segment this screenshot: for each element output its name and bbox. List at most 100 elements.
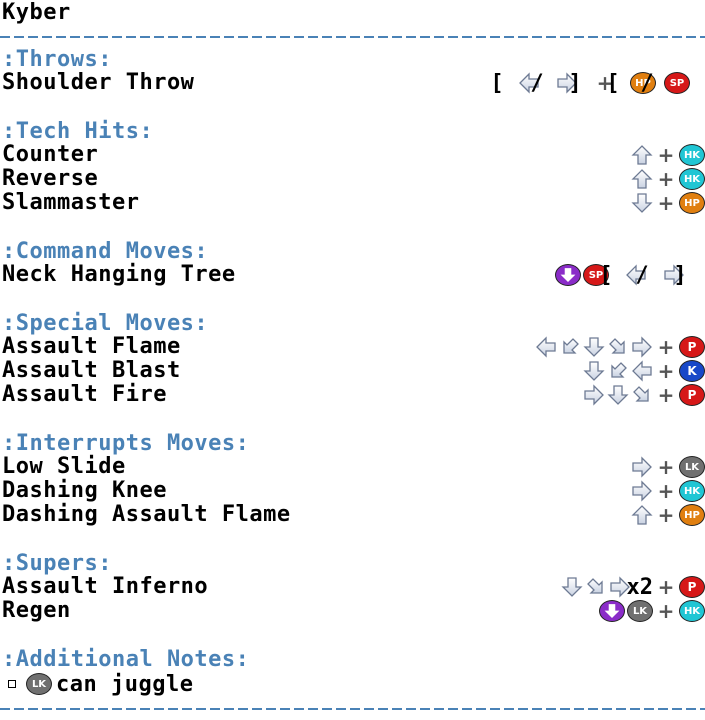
move-name: Reverse	[2, 166, 99, 191]
sp-button-icon: SP	[664, 72, 690, 94]
arrow-down-right-icon	[585, 576, 607, 598]
divider	[0, 708, 705, 710]
move-input: + HP	[631, 191, 705, 215]
move-input: [ / ] + [ HP / SP	[490, 70, 690, 96]
move-name: Assault Fire	[2, 382, 167, 407]
plus-icon: +	[657, 479, 675, 503]
hk-button-icon: HK	[679, 600, 705, 622]
p-button-icon: P	[679, 576, 705, 598]
move-row: Shoulder Throw [ / ] + [ HP / SP	[2, 70, 705, 96]
move-input: + P	[583, 383, 705, 407]
move-name: Regen	[2, 598, 71, 623]
k-button-icon: K	[679, 360, 705, 382]
arrow-down-icon	[583, 336, 605, 358]
hp-button-icon: HP	[679, 504, 705, 526]
move-input: + HK	[631, 167, 705, 191]
lk-button-icon: LK	[679, 456, 705, 478]
arrow-right-icon	[631, 336, 653, 358]
down-charge-button-icon	[599, 600, 625, 622]
divider	[0, 36, 705, 38]
arrow-up-icon	[631, 504, 653, 526]
bullet-icon	[8, 680, 16, 688]
move-name: Low Slide	[2, 454, 126, 479]
page-title: Kyber	[2, 0, 71, 25]
section-heading-command-moves: :Command Moves:	[2, 239, 209, 264]
move-name: Dashing Knee	[2, 478, 167, 503]
move-name: Shoulder Throw	[2, 70, 195, 95]
move-row: Reverse + HK	[2, 167, 705, 191]
move-name: Counter	[2, 142, 99, 167]
arrow-down-icon	[631, 192, 653, 214]
move-input: + HK	[631, 479, 705, 503]
section-heading-additional-notes: :Additional Notes:	[2, 647, 250, 672]
plus-icon: +	[657, 503, 675, 527]
arrow-down-left-icon	[559, 336, 581, 358]
note-text: can juggle	[56, 671, 194, 697]
lk-button-icon: LK	[26, 673, 52, 695]
slash: /	[640, 70, 654, 96]
move-row: Regen LK + HK	[2, 599, 705, 623]
lk-button-icon: LK	[627, 600, 653, 622]
move-input: x2 + P	[561, 574, 705, 600]
move-name: Dashing Assault Flame	[2, 502, 291, 527]
move-input: + K	[583, 359, 705, 383]
arrow-down-icon	[607, 384, 629, 406]
arrow-right-icon	[631, 456, 653, 478]
move-row: Slammaster + HP	[2, 191, 705, 215]
down-charge-button-icon	[555, 264, 581, 286]
move-row: Low Slide + LK	[2, 455, 705, 479]
bracket-close: ]	[568, 70, 582, 96]
plus-icon: +	[657, 191, 675, 215]
hp-button-icon: HP	[630, 72, 656, 94]
move-name: Neck Hanging Tree	[2, 262, 236, 287]
move-name: Assault Blast	[2, 358, 181, 383]
bracket-open: [	[599, 262, 613, 288]
move-name: Assault Inferno	[2, 574, 209, 599]
move-input: LK + HK	[599, 599, 705, 623]
section-heading-interrupts-moves: :Interrupts Moves:	[2, 431, 250, 456]
move-input: + HP	[631, 503, 705, 527]
arrow-up-icon	[631, 144, 653, 166]
move-input: + P	[535, 335, 705, 359]
section-heading-supers: :Supers:	[2, 551, 112, 576]
sp-button-icon: SP	[583, 264, 609, 286]
hk-button-icon: HK	[679, 144, 705, 166]
arrow-down-icon	[561, 576, 583, 598]
plus-icon: +	[657, 455, 675, 479]
section-heading-throws: :Throws:	[2, 47, 112, 72]
arrow-down-right-icon	[631, 384, 653, 406]
move-row: Counter + HK	[2, 143, 705, 167]
bracket-open: [	[490, 70, 504, 96]
move-row: Dashing Knee + HK	[2, 479, 705, 503]
p-button-icon: P	[679, 336, 705, 358]
slash: /	[530, 70, 544, 96]
plus-icon: +	[657, 143, 675, 167]
move-row: Dashing Assault Flame + HP	[2, 503, 705, 527]
move-row: Neck Hanging Tree SP [ / ]	[2, 262, 705, 288]
plus-icon: +	[596, 71, 614, 95]
hp-button-icon: HP	[679, 192, 705, 214]
move-row: Assault Fire + P	[2, 383, 705, 407]
move-row: Assault Flame + P	[2, 335, 705, 359]
arrow-right-icon	[631, 480, 653, 502]
plus-icon: +	[657, 335, 675, 359]
arrow-left-icon	[631, 360, 653, 382]
slash: /	[635, 262, 649, 288]
plus-icon: +	[657, 167, 675, 191]
move-name: Slammaster	[2, 190, 140, 215]
move-row: Assault Blast + K	[2, 359, 705, 383]
arrow-right-icon	[583, 384, 605, 406]
note-item: LK can juggle	[8, 671, 194, 697]
p-button-icon: P	[679, 384, 705, 406]
arrow-down-right-icon	[607, 336, 629, 358]
plus-icon: +	[657, 575, 675, 599]
hk-button-icon: HK	[679, 168, 705, 190]
bracket-open: [	[606, 70, 620, 96]
move-name: Assault Flame	[2, 334, 181, 359]
section-heading-special-moves: :Special Moves:	[2, 311, 209, 336]
arrow-down-icon	[583, 360, 605, 382]
move-input: + HK	[631, 143, 705, 167]
arrow-up-icon	[631, 168, 653, 190]
repeat-count: x2	[626, 574, 654, 600]
plus-icon: +	[657, 359, 675, 383]
